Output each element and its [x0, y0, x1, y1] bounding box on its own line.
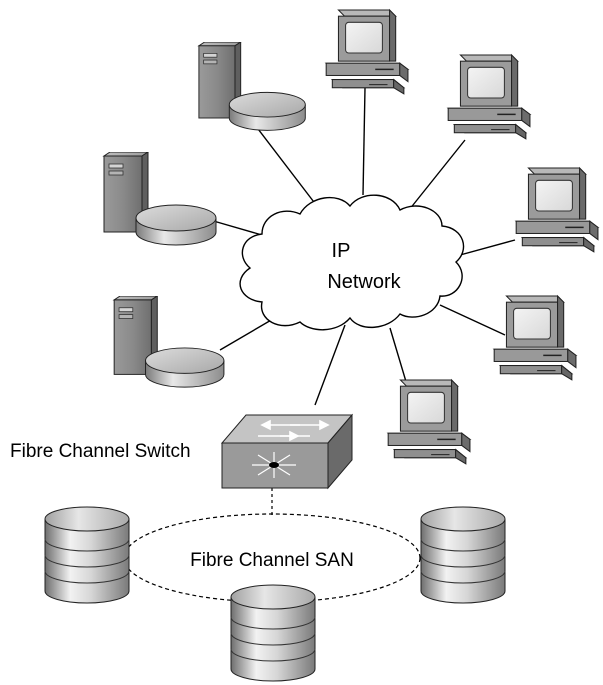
server-icon [103, 152, 217, 246]
link-switch [314, 324, 346, 406]
links [209, 87, 516, 406]
link-server-2 [209, 219, 263, 236]
server-icon [113, 296, 225, 388]
fibre-channel-switch-icon [220, 413, 354, 490]
disk-array-icon [44, 506, 130, 604]
switch-label: Fibre Channel Switch [10, 441, 191, 462]
link-workstation-3 [459, 239, 516, 256]
link-workstation-1 [362, 87, 366, 196]
workstation-icon [325, 9, 409, 95]
disk-array-icon [420, 506, 506, 604]
workstation-icon [387, 379, 471, 465]
link-server-1 [254, 124, 321, 211]
ip-network-cloud: IP Network [239, 194, 465, 331]
san-label: Fibre Channel SAN [190, 550, 354, 571]
link-workstation-2 [404, 139, 466, 216]
disk-array-icon [230, 584, 316, 682]
server-icon [198, 42, 306, 131]
cloud-label-line1: IP [332, 240, 351, 262]
link-workstation-4 [439, 304, 506, 336]
workstation-icon [515, 167, 599, 253]
workstation-icon [493, 295, 577, 381]
cloud-label-line2: Network [327, 271, 401, 293]
workstation-icon [447, 54, 531, 140]
